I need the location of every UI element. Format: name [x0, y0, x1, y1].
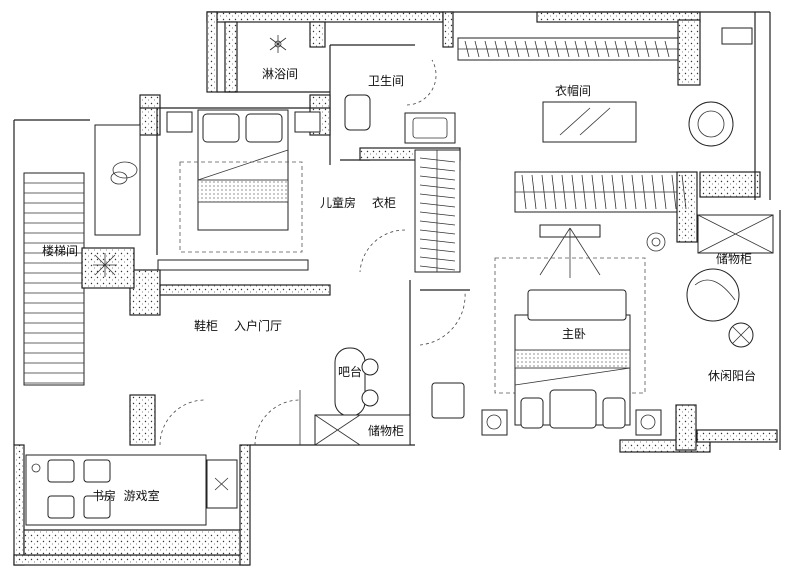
label-leisure-balcony: 休闲阳台 — [708, 368, 756, 383]
balcony-area — [686, 214, 774, 348]
center-storage-cabinet — [314, 414, 411, 446]
outer-walls — [13, 11, 781, 566]
wardrobe-area — [359, 147, 461, 273]
closet-room-area — [442, 11, 761, 243]
staircase — [23, 172, 85, 386]
bar-counter — [334, 347, 366, 417]
closet-armchair — [688, 101, 734, 147]
entry-chair — [431, 382, 465, 419]
label-bar: 吧台 — [338, 364, 362, 379]
wardrobe-unit — [414, 149, 461, 273]
label-entry-hall: 入户门厅 — [234, 318, 282, 333]
bar-stool-2 — [361, 389, 379, 407]
shower-head-icon — [269, 35, 287, 53]
label-kids-room: 儿童房 — [320, 195, 356, 210]
label-wardrobe: 衣柜 — [372, 195, 396, 210]
shower-area — [217, 21, 330, 93]
label-storage-center: 储物柜 — [368, 423, 404, 438]
room-labels: 淋浴间 卫生间 衣帽间 儿童房 衣柜 楼梯间 储物柜 主卧 鞋柜 入户门厅 吧台… — [42, 67, 756, 503]
kids-room-area — [129, 94, 331, 316]
closet-island — [542, 101, 637, 143]
stairwell-area — [23, 124, 141, 386]
study-room-area — [23, 454, 241, 556]
master-nightstand-right — [635, 409, 662, 436]
label-study-game: 书房 游戏室 — [92, 488, 160, 503]
master-nightstand-left — [481, 409, 508, 436]
pillow-right — [245, 113, 283, 143]
potted-plant-icon — [93, 253, 117, 277]
bar-area — [314, 347, 465, 446]
label-master-bedroom: 主卧 — [562, 327, 586, 341]
bar-stool-1 — [361, 358, 379, 376]
wardrobe-hangers — [419, 157, 456, 271]
label-closet-room: 衣帽间 — [555, 83, 591, 98]
label-shoe-cabinet: 鞋柜 — [194, 318, 218, 333]
nightstand-right — [294, 111, 321, 133]
toilet — [344, 94, 371, 131]
sink-counter — [404, 112, 456, 144]
label-stairwell: 楼梯间 — [42, 243, 78, 258]
plant-icon — [110, 161, 138, 185]
label-shower: 淋浴间 — [262, 67, 298, 81]
label-storage-right: 储物柜 — [716, 251, 752, 266]
ceiling-lamp-icon — [646, 232, 666, 252]
nightstand-left — [166, 111, 193, 133]
bathroom-area — [329, 44, 456, 165]
closet-hangers — [464, 40, 687, 210]
pillow-left — [202, 113, 240, 143]
label-bathroom: 卫生间 — [368, 74, 404, 88]
master-bedroom-area — [481, 224, 666, 436]
